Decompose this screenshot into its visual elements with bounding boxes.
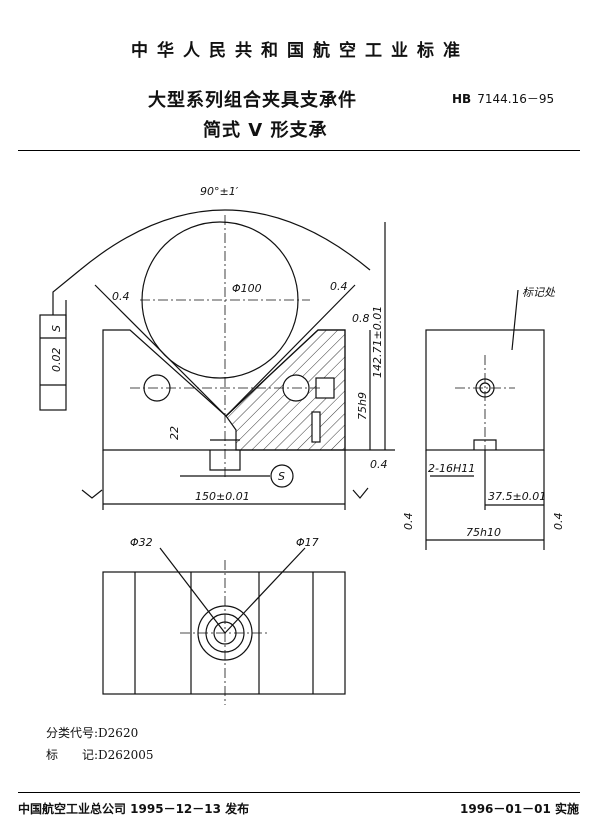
standard-prefix: HB xyxy=(452,92,472,106)
width-dim-label: 150±0.01 xyxy=(195,490,250,503)
slot-dim-label: 2-16H11 xyxy=(428,462,475,475)
phi17-label: Φ17 xyxy=(296,536,319,549)
classification-code: 分类代号:D2620 xyxy=(46,724,138,741)
h75-label: 75h9 xyxy=(356,392,369,420)
dim-22-label: 22 xyxy=(168,426,181,440)
standard-number: HB 7144.16－95 xyxy=(452,90,554,107)
r04-label: 0.4 xyxy=(370,458,388,471)
center-dim-label: 37.5±0.01 xyxy=(488,490,546,503)
rough-08-label: 0.8 xyxy=(352,312,370,325)
rough-left-label: 0.4 xyxy=(112,290,130,303)
rough-right-label: 0.4 xyxy=(330,280,348,293)
classification-code-value: D2620 xyxy=(98,726,139,740)
top-rule xyxy=(18,150,580,151)
dia-circle-label: Φ100 xyxy=(232,282,262,295)
classification-mark-label: 标 记: xyxy=(46,748,99,762)
standard-code: 7144.16－95 xyxy=(477,92,555,106)
bottom-rule xyxy=(18,792,580,793)
classification-mark: 标 记:D262005 xyxy=(46,746,153,763)
issue-note: 中国航空工业总公司 1995－12－13 发布 xyxy=(18,802,250,816)
side-r-left-label: 0.4 xyxy=(402,513,415,531)
technical-drawing: 90°±1′ Φ100 0.4 0.4 0.8 142.71±0.01 75h9… xyxy=(39,185,565,705)
height-dim-label: 142.71±0.01 xyxy=(371,306,384,378)
plan-view-outline xyxy=(102,571,346,695)
doc-title-line1: 大型系列组合夹具支承件 xyxy=(148,90,357,111)
phi32-label: Φ32 xyxy=(130,536,153,549)
classification-mark-value: D262005 xyxy=(98,748,154,762)
mark-location-label: 标记处 xyxy=(522,286,556,299)
side-width-label: 75h10 xyxy=(466,526,501,539)
org-standard-title: 中华人民共和国航空工业标准 xyxy=(131,41,469,61)
v-arc xyxy=(79,209,371,271)
datum-s-label: S xyxy=(278,470,285,483)
tol-value-label: 0.02 xyxy=(50,348,63,373)
angle-label: 90°±1′ xyxy=(200,185,239,198)
effective-note: 1996－01－01 实施 xyxy=(460,802,579,816)
classification-code-label: 分类代号: xyxy=(46,726,99,740)
side-r-right-label: 0.4 xyxy=(552,513,565,531)
tol-datum-label: S xyxy=(50,325,63,332)
doc-title-line2: 简式 V 形支承 xyxy=(203,120,328,141)
